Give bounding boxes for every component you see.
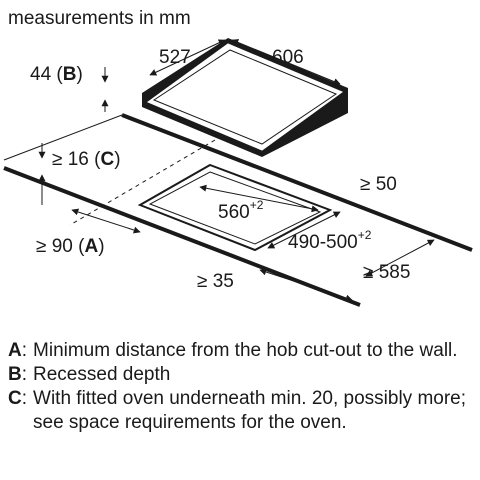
legend-item-a: A: Minimum distance from the hob cut-out…	[8, 339, 478, 363]
worktop-rear-edge	[121, 113, 473, 252]
legend-key: C	[8, 388, 22, 409]
dimension-drawing: measurements in mm	[3, 8, 473, 307]
legend-key: B	[8, 364, 22, 385]
legend-item-b: B: Recessed depth	[8, 363, 478, 387]
worktop-depth-dimension-line	[365, 239, 435, 277]
cut-depth-dimension-line	[267, 211, 341, 249]
front-gap-label: ≥ 35	[197, 271, 234, 292]
legend-text: With fitted oven underneath min. 20, pos…	[33, 388, 467, 433]
legend: A: Minimum distance from the hob cut-out…	[8, 339, 478, 435]
cut-width-label: 560+2	[218, 198, 264, 223]
dimension-lines	[38, 39, 435, 302]
front-gap-dimension-line	[259, 268, 353, 302]
clearance-a-label: ≥ 90 (A)	[36, 236, 105, 257]
cut-width-dimension-line	[199, 184, 319, 213]
cut-depth-label: 490-500+2	[288, 228, 372, 253]
legend-key: A	[8, 340, 22, 361]
worktop-depth-label: ≥ 585	[363, 262, 410, 283]
depth-dimension-line	[149, 39, 226, 76]
hob-depth-label: 527	[159, 47, 191, 68]
legend-item-c: C: With fitted oven underneath min. 20, …	[8, 387, 478, 435]
width-dimension-line	[231, 39, 341, 85]
legend-text: Recessed depth	[33, 364, 171, 385]
worktop-left-edge	[3, 114, 123, 161]
legend-text: Minimum distance from the hob cut-out to…	[33, 340, 458, 361]
recess-label: 44 (B)	[30, 64, 83, 85]
clearance-c-label: ≥ 16 (C)	[52, 149, 121, 170]
clearance-a-dimension-line	[71, 208, 141, 234]
hob-width-label: 606	[272, 47, 304, 68]
rear-gap-label: ≥ 50	[360, 174, 397, 195]
units-title: measurements in mm	[8, 8, 191, 29]
